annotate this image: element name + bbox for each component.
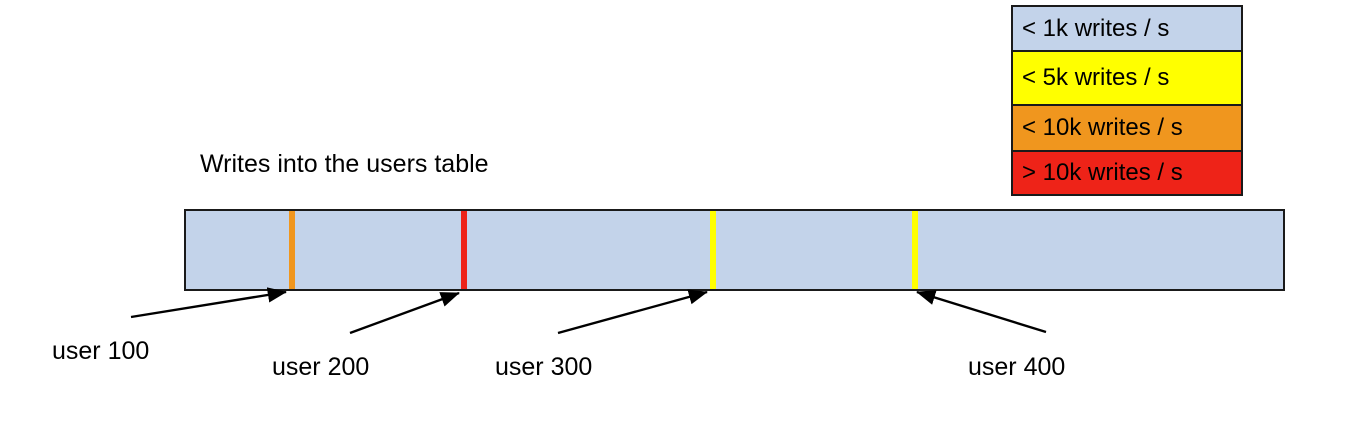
- marker-user-200: [461, 211, 467, 289]
- label-user-100: user 100: [52, 337, 150, 365]
- label-user-200: user 200: [272, 353, 370, 381]
- arrow-user-400: [916, 290, 1047, 334]
- legend-label: < 5k writes / s: [1022, 64, 1170, 91]
- arrow-user-100: [130, 287, 287, 319]
- legend-row-under-1k: < 1k writes / s: [1013, 7, 1241, 52]
- users-table-bar: [184, 209, 1285, 291]
- legend-row-under-10k: < 10k writes / s: [1013, 106, 1241, 152]
- legend-row-under-5k: < 5k writes / s: [1013, 52, 1241, 106]
- label-user-300: user 300: [495, 353, 593, 381]
- chart-title: Writes into the users table: [200, 150, 489, 178]
- marker-user-400: [912, 211, 918, 289]
- legend-label: < 10k writes / s: [1022, 114, 1183, 141]
- marker-user-100: [289, 211, 295, 289]
- writes-rate-legend: < 1k writes / s < 5k writes / s < 10k wr…: [1011, 5, 1243, 196]
- legend-row-over-10k: > 10k writes / s: [1013, 152, 1241, 194]
- marker-user-300: [710, 211, 716, 289]
- arrow-user-200: [349, 291, 460, 335]
- arrow-user-300: [557, 289, 708, 335]
- legend-label: > 10k writes / s: [1022, 159, 1183, 186]
- legend-label: < 1k writes / s: [1022, 14, 1170, 42]
- label-user-400: user 400: [968, 353, 1066, 381]
